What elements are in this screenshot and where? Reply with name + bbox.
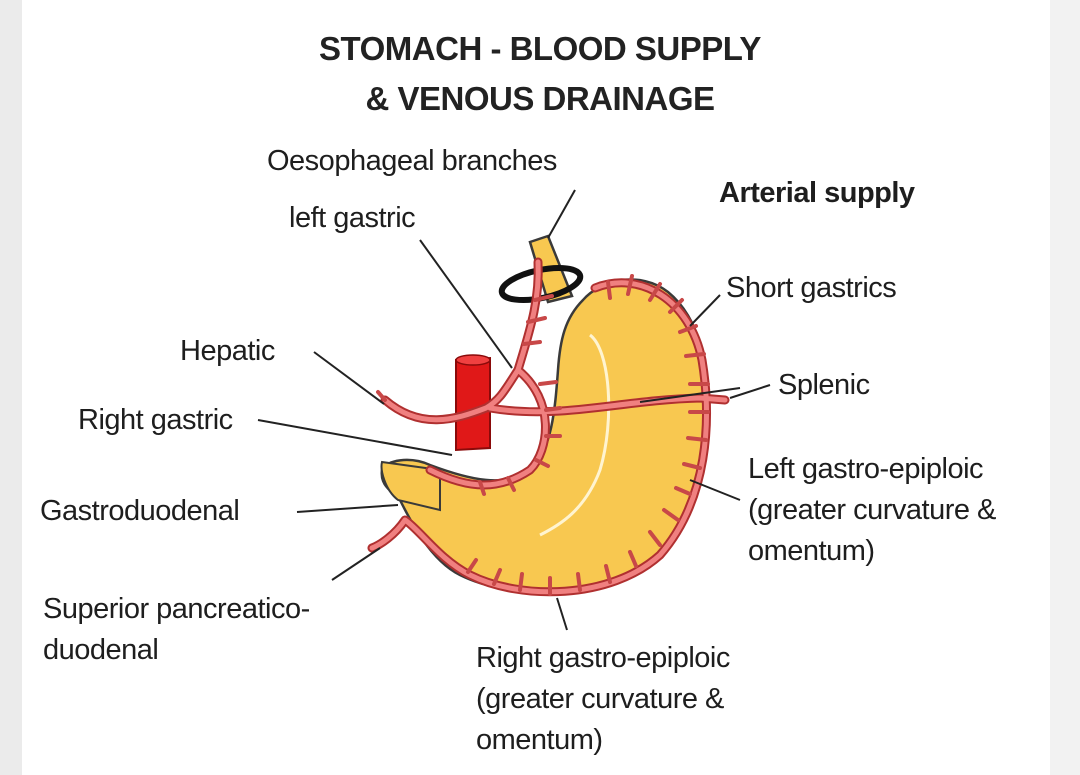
aorta-top bbox=[455, 354, 491, 366]
left-gastric-artery bbox=[515, 259, 541, 373]
splenic-artery bbox=[487, 395, 728, 415]
label-superior-pancreaticoduodenal-2: duodenal bbox=[43, 634, 159, 666]
label-right-gastro-epiploic-2: (greater curvature & bbox=[476, 683, 724, 715]
label-right-gastric: Right gastric bbox=[78, 404, 233, 436]
diagram-canvas: STOMACH - BLOOD SUPPLY & VENOUS DRAINAGE… bbox=[22, 0, 1050, 775]
label-hepatic: Hepatic bbox=[180, 335, 275, 367]
lesser-curvature-arcade bbox=[427, 367, 548, 488]
label-left-gastro-epiploic-1: Left gastro-epiploic bbox=[748, 453, 984, 485]
label-oesophageal-branches: Oesophageal branches bbox=[267, 145, 557, 177]
duodenum bbox=[380, 460, 441, 512]
greater-curvature-arcade bbox=[369, 280, 709, 595]
title-line-1: STOMACH - BLOOD SUPPLY bbox=[319, 30, 761, 67]
label-splenic: Splenic bbox=[778, 369, 870, 401]
label-gastroduodenal: Gastroduodenal bbox=[40, 495, 240, 527]
label-right-gastro-epiploic-3: omentum) bbox=[476, 724, 603, 756]
hepatic-artery bbox=[382, 367, 521, 423]
label-short-gastrics: Short gastrics bbox=[726, 272, 897, 304]
label-left-gastro-epiploic-2: (greater curvature & bbox=[748, 494, 996, 526]
heading-arterial-supply: Arterial supply bbox=[719, 177, 915, 209]
arterial-branches bbox=[376, 274, 710, 596]
label-left-gastric: left gastric bbox=[289, 202, 416, 234]
label-left-gastro-epiploic-3: omentum) bbox=[748, 535, 875, 567]
arteries bbox=[367, 257, 730, 597]
page-edge bbox=[1050, 0, 1080, 775]
stomach-blood-supply-diagram bbox=[257, 189, 771, 631]
label-superior-pancreaticoduodenal-1: Superior pancreatico- bbox=[43, 593, 310, 625]
stomach-highlight bbox=[539, 333, 611, 537]
label-right-gastro-epiploic-1: Right gastro-epiploic bbox=[476, 642, 730, 674]
title-line-2: & VENOUS DRAINAGE bbox=[365, 80, 715, 117]
leader-lines bbox=[257, 189, 771, 631]
